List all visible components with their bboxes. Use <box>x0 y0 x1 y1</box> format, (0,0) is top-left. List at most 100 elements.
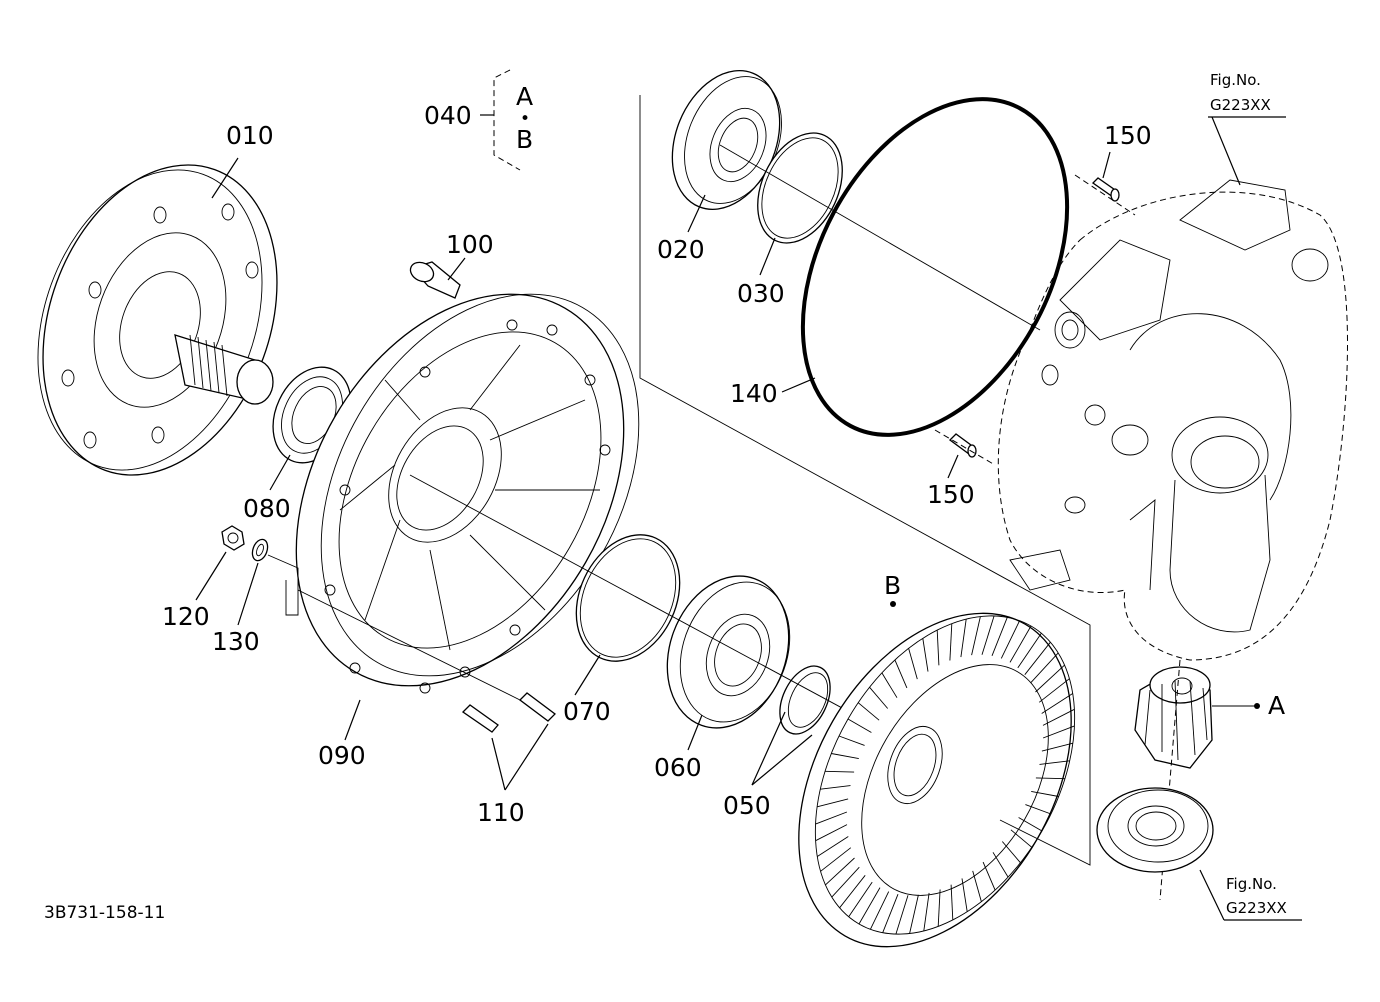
fig-ref-upper[interactable]: Fig.No. G223XX <box>1208 71 1286 186</box>
label-110: 110 <box>477 798 525 827</box>
part-070-o-ring[interactable] <box>557 518 700 678</box>
label-080: 080 <box>243 494 291 523</box>
part-110-studs[interactable] <box>461 692 556 733</box>
gear-tooth <box>960 619 967 658</box>
gear-tooth <box>869 687 889 709</box>
gear-tooth <box>1042 725 1075 739</box>
part-090-housing-cover[interactable] <box>229 236 703 745</box>
gear-tooth <box>1041 742 1074 752</box>
gear-tooth <box>981 615 995 655</box>
drawing-code: 3B731-158-11 <box>44 903 165 923</box>
part-150-pin-upper[interactable] <box>1091 177 1120 202</box>
gear-tooth <box>857 702 880 721</box>
gear-tooth <box>817 836 849 857</box>
gear-tooth <box>1042 708 1075 726</box>
gear-tooth <box>815 811 848 825</box>
fig-ref-upper-code: G223XX <box>1210 96 1271 114</box>
leader-050b <box>751 734 813 786</box>
gear-tooth <box>882 894 899 933</box>
gear-tooth <box>847 718 872 733</box>
gear-tooth <box>1035 664 1065 693</box>
leader-140 <box>781 377 816 393</box>
variant-bracket-040: 040 A • B <box>424 69 533 171</box>
gear-tooth <box>949 623 953 661</box>
variant-b-label: B <box>516 125 533 154</box>
gear-tooth <box>831 753 859 760</box>
pin-axis-upper <box>1074 174 1136 216</box>
part-010-flange-hub[interactable] <box>0 132 318 508</box>
differential-case-housing <box>997 179 1348 661</box>
leader-110b <box>504 723 549 791</box>
gear-tooth <box>971 616 981 656</box>
part-130-washer[interactable] <box>250 537 271 562</box>
gear-tooth <box>992 852 1009 878</box>
gear-tooth <box>1017 633 1042 669</box>
gear-tooth <box>936 630 940 666</box>
gear-tooth <box>831 866 860 898</box>
label-010: 010 <box>226 121 274 150</box>
label-120: 120 <box>162 602 210 631</box>
fig-ref-lower[interactable]: Fig.No. G223XX <box>1199 869 1302 921</box>
part-pinion-gear-a[interactable] <box>1134 666 1213 769</box>
label-070: 070 <box>563 697 611 726</box>
label-060: 060 <box>654 753 702 782</box>
gear-tooth <box>908 648 918 680</box>
leader-060 <box>687 714 703 751</box>
marker-a-label: A <box>1268 691 1285 720</box>
fig-ref-upper-title: Fig.No. <box>1210 71 1261 89</box>
leader-130 <box>237 562 259 626</box>
gear-tooth <box>1041 693 1073 714</box>
gear-tooth <box>1039 760 1070 765</box>
gear-tooth <box>1025 804 1052 815</box>
part-ring-gear-b[interactable] <box>743 565 1128 995</box>
variant-dot: • <box>520 109 530 129</box>
gear-tooth <box>961 878 968 912</box>
leader-050a <box>751 711 786 786</box>
part-050-shim[interactable] <box>770 658 840 742</box>
gear-tooth <box>1018 817 1043 832</box>
fig-ref-lower-code: G223XX <box>1226 899 1287 917</box>
gear-tooth <box>838 735 865 746</box>
label-050: 050 <box>723 791 771 820</box>
gear-tooth <box>820 847 852 872</box>
label-030: 030 <box>737 279 785 308</box>
gear-tooth <box>1001 841 1021 863</box>
gear-tooth <box>895 895 909 935</box>
label-090: 090 <box>318 741 366 770</box>
assembly-axis-upper <box>719 144 1041 331</box>
gear-tooth <box>1030 652 1059 684</box>
gear-tooth <box>1035 777 1066 780</box>
gear-tooth <box>820 785 851 790</box>
stud-axis-line <box>297 589 521 701</box>
leader-090 <box>344 699 361 741</box>
gear-tooth <box>937 889 941 927</box>
gear-tooth <box>1031 790 1059 797</box>
gear-tooth <box>972 870 982 902</box>
gear-tooth <box>982 861 996 891</box>
leader-070 <box>574 654 601 696</box>
gear-tooth <box>816 798 849 808</box>
label-100: 100 <box>446 230 494 259</box>
part-140-o-ring[interactable] <box>749 54 1121 480</box>
gear-tooth <box>815 824 848 842</box>
label-140: 140 <box>730 379 778 408</box>
gear-tooth <box>881 672 898 698</box>
marker-a-dot <box>1254 703 1260 709</box>
gear-tooth <box>858 887 881 925</box>
gear-tooth <box>825 857 855 886</box>
part-120-nut[interactable] <box>221 525 245 551</box>
leader-020 <box>687 194 706 233</box>
gear-tooth <box>1010 829 1033 848</box>
gear-tooth <box>923 892 930 931</box>
leader-080 <box>269 454 291 491</box>
gear-tooth <box>894 659 908 689</box>
gear-tooth <box>950 884 954 920</box>
part-150-pin-lower[interactable] <box>949 433 977 458</box>
gear-tooth <box>1038 678 1070 703</box>
assembly-axis-main <box>409 474 921 751</box>
label-130: 130 <box>212 627 260 656</box>
pinion-bearing[interactable] <box>1096 787 1214 873</box>
part-060-bearing[interactable] <box>647 559 809 745</box>
part-100-bolt[interactable] <box>407 259 461 299</box>
